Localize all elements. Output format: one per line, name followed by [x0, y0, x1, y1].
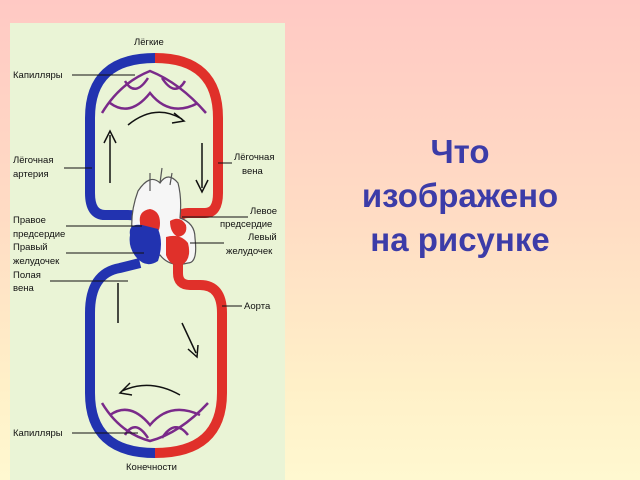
label-right-ventricle-1: Правый	[13, 242, 48, 253]
label-capillaries-bottom: Капилляры	[13, 428, 63, 439]
leader-lines	[50, 74, 248, 434]
systemic-flow-arrow-right	[181, 322, 199, 359]
slide-title-line-3: на рисунке	[370, 221, 550, 258]
label-capillaries-top: Капилляры	[13, 70, 63, 81]
label-vena-cava-2: вена	[13, 283, 34, 294]
label-pulmonary-artery-2: артерия	[13, 169, 49, 180]
label-left-atrium-1: Левое	[250, 206, 277, 217]
systemic-flow-arrow-bottom	[118, 382, 181, 396]
left-ventricle-shape	[166, 235, 190, 266]
heart-vessel-stubs	[149, 167, 173, 191]
label-pulmonary-vein-1: Лёгочная	[234, 152, 274, 163]
systemic-venous-path	[85, 258, 156, 458]
right-heart-venous-shape	[129, 224, 161, 265]
label-left-atrium-2: предсердие	[220, 219, 272, 230]
circulation-diagram-panel: Лёгкие Капилляры Лёгочная артерия Лёгочн…	[10, 23, 285, 480]
pulmonary-flow-arrow-top	[127, 111, 186, 126]
systemic-loop	[85, 255, 227, 458]
label-right-atrium-1: Правое	[13, 215, 46, 226]
label-right-ventricle-2: желудочек	[13, 256, 60, 267]
pulmonary-capillaries	[100, 69, 207, 114]
label-pulmonary-artery-1: Лёгочная	[13, 155, 53, 166]
slide-title: Что изображено на рисунке	[320, 130, 600, 262]
pulmonary-flow-arrow-right	[195, 143, 209, 194]
label-pulmonary-vein-2: вена	[242, 166, 263, 177]
label-left-ventricle-2: желудочек	[226, 246, 273, 257]
label-limbs: Конечности	[126, 462, 177, 473]
slide-title-line-1: Что	[430, 133, 490, 170]
systemic-arterial-path	[154, 255, 227, 458]
label-left-ventricle-1: Левый	[248, 232, 277, 243]
heart-icon	[129, 167, 197, 266]
left-atrium-shape	[170, 218, 187, 237]
label-aorta: Аорта	[244, 301, 271, 312]
label-right-atrium-2: предсердие	[13, 229, 65, 240]
pulmonary-flow-arrow-left	[103, 129, 117, 183]
label-lungs: Лёгкие	[134, 37, 164, 48]
circulation-diagram: Лёгкие Капилляры Лёгочная артерия Лёгочн…	[13, 37, 277, 473]
systemic-capillaries	[100, 402, 209, 443]
slide-title-line-2: изображено	[361, 177, 559, 214]
label-vena-cava-1: Полая	[13, 270, 41, 281]
